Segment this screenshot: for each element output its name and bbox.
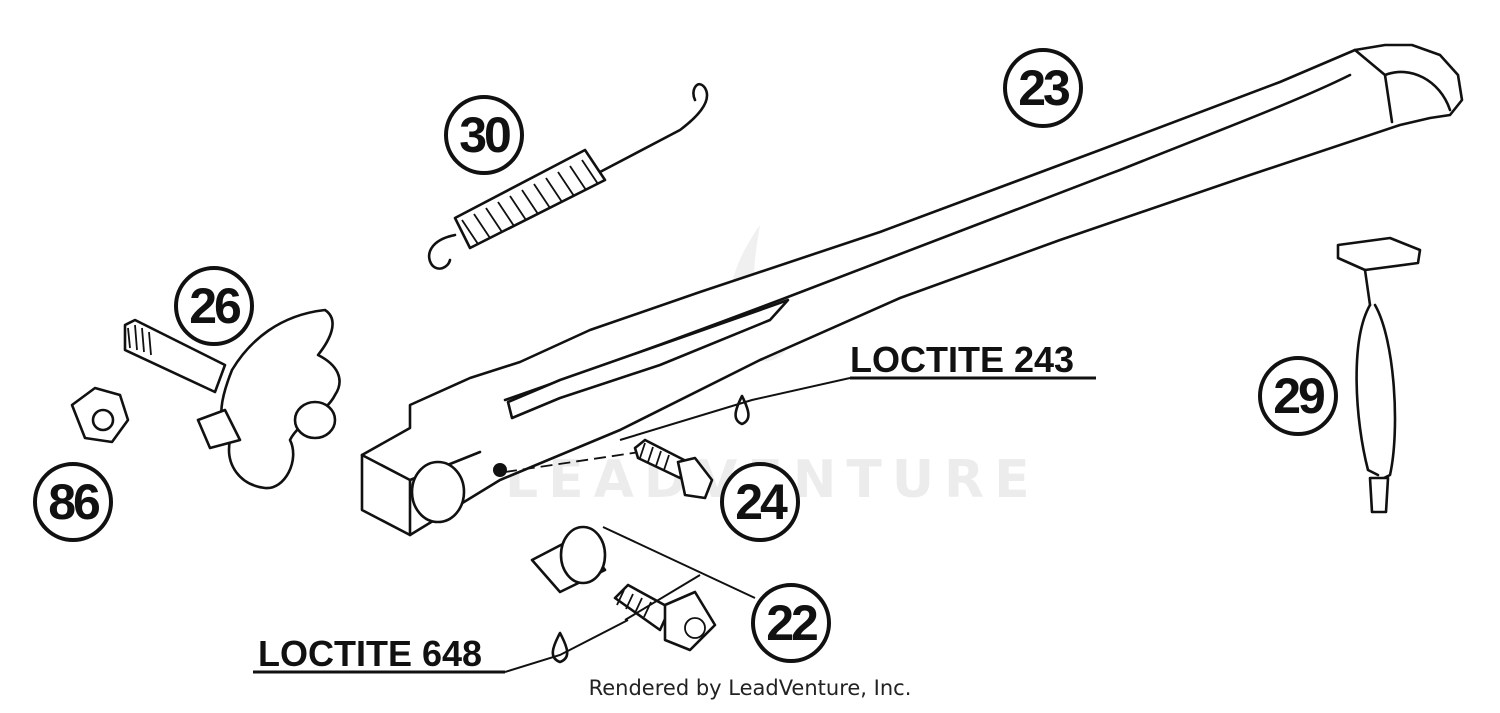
stand-pivot-hole <box>410 460 466 524</box>
tool-handle-top <box>1336 236 1422 272</box>
spring-coil <box>453 148 607 250</box>
svg-text:86: 86 <box>48 474 99 530</box>
leader-22 <box>602 526 756 621</box>
stand-leg-outline <box>360 43 1464 537</box>
callout-30[interactable]: 30 <box>444 95 524 175</box>
socket-screw-part[interactable] <box>613 583 717 652</box>
nut-part[interactable] <box>70 386 130 444</box>
svg-text:26: 26 <box>189 278 240 334</box>
bolt-head <box>676 456 714 500</box>
bushing-end <box>559 525 607 585</box>
spring-hook-right <box>598 82 709 174</box>
bushing-part[interactable] <box>530 525 607 594</box>
stand-slot <box>506 298 790 420</box>
tool-loop-right <box>1373 303 1397 482</box>
pivot-bracket-part[interactable] <box>123 308 341 490</box>
svg-text:23: 23 <box>1018 60 1069 116</box>
callout-86[interactable]: 86 <box>33 462 113 542</box>
spring-hook-left <box>427 233 457 270</box>
callout-24[interactable]: 24 <box>720 462 800 542</box>
callout-29[interactable]: 29 <box>1258 356 1338 436</box>
loctite-648-label: LOCTITE 648 <box>258 633 482 674</box>
footer-credit: Rendered by LeadVenture, Inc. <box>588 676 912 700</box>
bracket-boss <box>293 400 337 440</box>
loctite-drop-icon <box>734 394 750 426</box>
tool-loop-left <box>1355 303 1380 477</box>
loctite-243-label: LOCTITE 243 <box>850 339 1074 380</box>
leader-loctite-243 <box>619 377 851 441</box>
puller-tool-part[interactable] <box>1336 236 1422 514</box>
screw-thread <box>616 589 652 618</box>
bolt-thread <box>639 442 670 471</box>
bracket-bolt-thread <box>127 324 152 356</box>
svg-text:29: 29 <box>1273 368 1324 424</box>
bracket-stud <box>196 408 242 450</box>
tool-tip <box>1368 476 1390 514</box>
bolt-part[interactable] <box>633 438 714 500</box>
callout-26[interactable]: 26 <box>174 266 254 346</box>
callout-22[interactable]: 22 <box>751 583 831 663</box>
loctite-drop-icon <box>551 631 569 664</box>
svg-text:22: 22 <box>766 595 817 651</box>
stand-centerline <box>504 451 641 473</box>
screw-socket <box>684 617 706 639</box>
callout-23[interactable]: 23 <box>1003 48 1083 128</box>
spring-part[interactable] <box>427 82 709 270</box>
screw-head <box>663 590 717 652</box>
svg-text:24: 24 <box>735 474 788 530</box>
tool-stem <box>1363 268 1372 307</box>
leader-loctite-648 <box>504 619 629 673</box>
stand-bolt-hole <box>493 463 507 477</box>
nut-hole <box>91 408 115 432</box>
svg-text:30: 30 <box>459 107 510 163</box>
side-stand-part[interactable] <box>360 43 1464 537</box>
stand-foot-pad <box>1383 70 1452 112</box>
